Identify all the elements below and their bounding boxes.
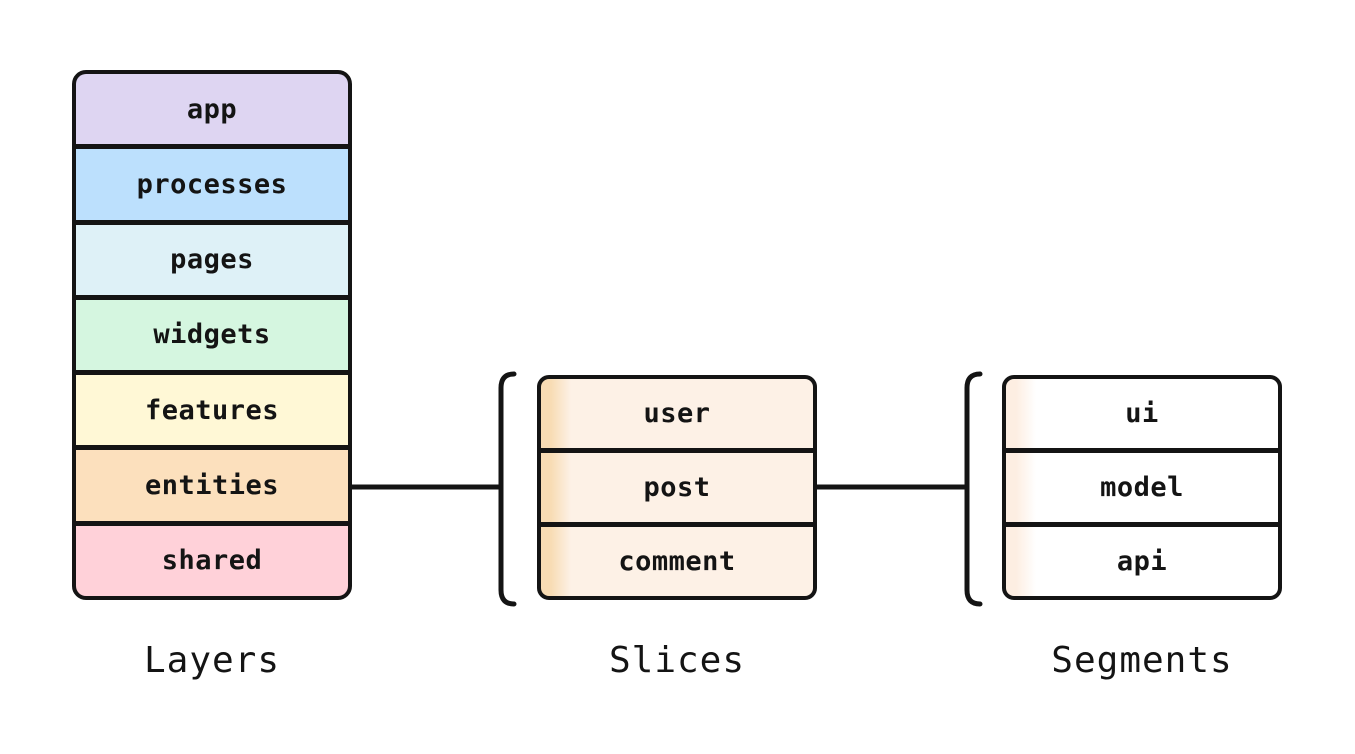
slices-row-user: user [541, 379, 813, 448]
slices-bracket [498, 371, 517, 607]
row-label: pages [170, 244, 254, 276]
row-label: model [1100, 472, 1184, 503]
row-label: comment [618, 546, 736, 577]
segments-stack: ui model api [1002, 375, 1282, 600]
row-label: entities [144, 470, 280, 502]
row-label: user [643, 398, 711, 429]
row-label: processes [136, 168, 288, 200]
segments-row-ui: ui [1006, 379, 1278, 448]
row-label: post [643, 472, 711, 503]
row-label: features [144, 394, 280, 426]
layers-row-entities: entities [76, 450, 348, 521]
layers-row-processes: processes [76, 149, 348, 220]
layers-row-pages: pages [76, 224, 348, 295]
row-label: shared [161, 545, 263, 577]
slices-stack: user post comment [537, 375, 817, 600]
layers-row-app: app [76, 74, 348, 145]
layers-row-widgets: widgets [76, 299, 348, 371]
slices-label: Slices [608, 639, 746, 681]
segments-label: Segments [1051, 639, 1233, 681]
row-label: api [1116, 546, 1168, 577]
segments-row-model: model [1006, 453, 1278, 522]
segments-bracket [964, 371, 983, 607]
slices-row-comment: comment [541, 527, 813, 596]
row-label: app [186, 93, 238, 125]
layers-row-features: features [76, 375, 348, 446]
slices-row-post: post [541, 453, 813, 522]
segments-row-api: api [1006, 527, 1278, 596]
row-label: ui [1125, 398, 1159, 429]
row-label: widgets [153, 319, 271, 351]
layers-label: Layers [143, 639, 281, 681]
layers-stack: app processes pages widgets features entities… [72, 70, 352, 600]
layers-row-shared: shared [76, 525, 348, 596]
